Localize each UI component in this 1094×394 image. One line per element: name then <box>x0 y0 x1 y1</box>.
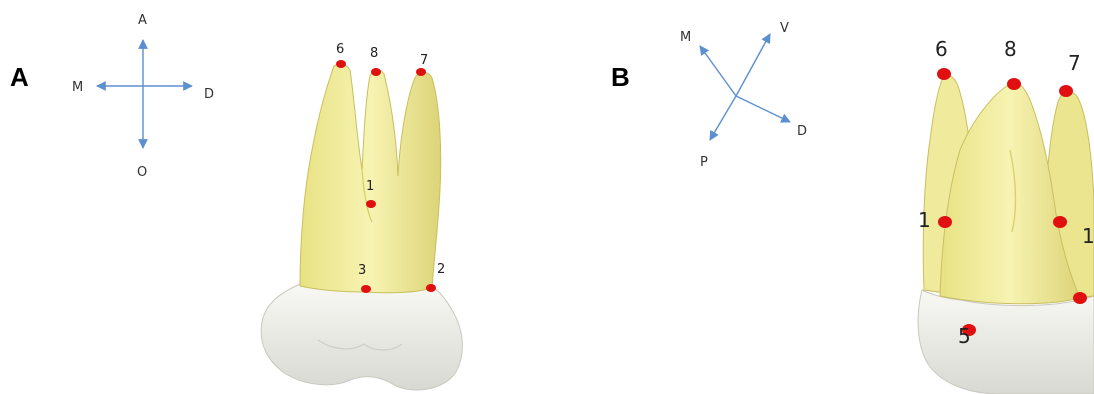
landmark-a-3 <box>361 285 371 293</box>
landmark-a-2 <box>426 284 436 292</box>
tooth-a-crown <box>261 284 462 390</box>
landmark-b-1-right <box>1053 216 1067 228</box>
axis-label-lower-right: D <box>797 124 807 139</box>
axis-label-up: A <box>138 13 147 28</box>
panel-a-orientation-cross: A M D O <box>72 13 214 180</box>
landmark-a-label-1: 1 <box>366 179 374 194</box>
tooth-b-illustration <box>918 76 1094 394</box>
landmark-a-1 <box>366 200 376 208</box>
landmark-b-1-left <box>938 216 952 228</box>
panel-b-letter: B <box>611 62 630 92</box>
landmark-b-label-1-left: 1 <box>918 208 931 232</box>
arrow-distal-b <box>736 96 790 122</box>
landmark-b-label-1-right: 1 <box>1082 224 1094 248</box>
landmark-a-label-7: 7 <box>420 53 428 68</box>
landmark-b-crown-edge <box>1073 292 1087 304</box>
landmark-a-6 <box>336 60 346 68</box>
tooth-a-illustration <box>261 64 462 390</box>
panel-a: A A M D O 6 <box>10 13 462 390</box>
landmark-b-label-5: 5 <box>958 324 971 348</box>
landmark-b-6 <box>937 68 951 80</box>
axis-label-down: O <box>137 165 147 180</box>
arrow-mesial-b <box>700 46 736 96</box>
landmark-a-8 <box>371 68 381 76</box>
panel-b-orientation-cross: M V D P <box>680 21 807 170</box>
landmark-a-7 <box>416 68 426 76</box>
landmark-b-8 <box>1007 78 1021 90</box>
panel-b: B M V D P <box>611 21 1094 394</box>
axis-label-right: D <box>204 87 214 102</box>
landmark-a-label-2: 2 <box>437 262 445 277</box>
arrow-vestibular <box>736 34 770 96</box>
arrow-palatal <box>710 96 736 140</box>
landmark-b-label-6: 6 <box>935 37 948 61</box>
axis-label-lower-left: P <box>700 155 708 170</box>
landmark-a-label-8: 8 <box>370 46 378 61</box>
axis-label-left: M <box>72 80 83 95</box>
landmark-b-label-8: 8 <box>1004 37 1017 61</box>
axis-label-upper-right: V <box>780 21 789 36</box>
tooth-b-crown <box>918 290 1094 394</box>
axis-label-upper-left: M <box>680 30 691 45</box>
landmark-b-7 <box>1059 85 1073 97</box>
landmark-a-label-3: 3 <box>358 263 366 278</box>
landmark-a-label-6: 6 <box>336 42 344 57</box>
landmark-b-label-7: 7 <box>1068 51 1081 75</box>
panel-a-letter: A <box>10 62 29 92</box>
